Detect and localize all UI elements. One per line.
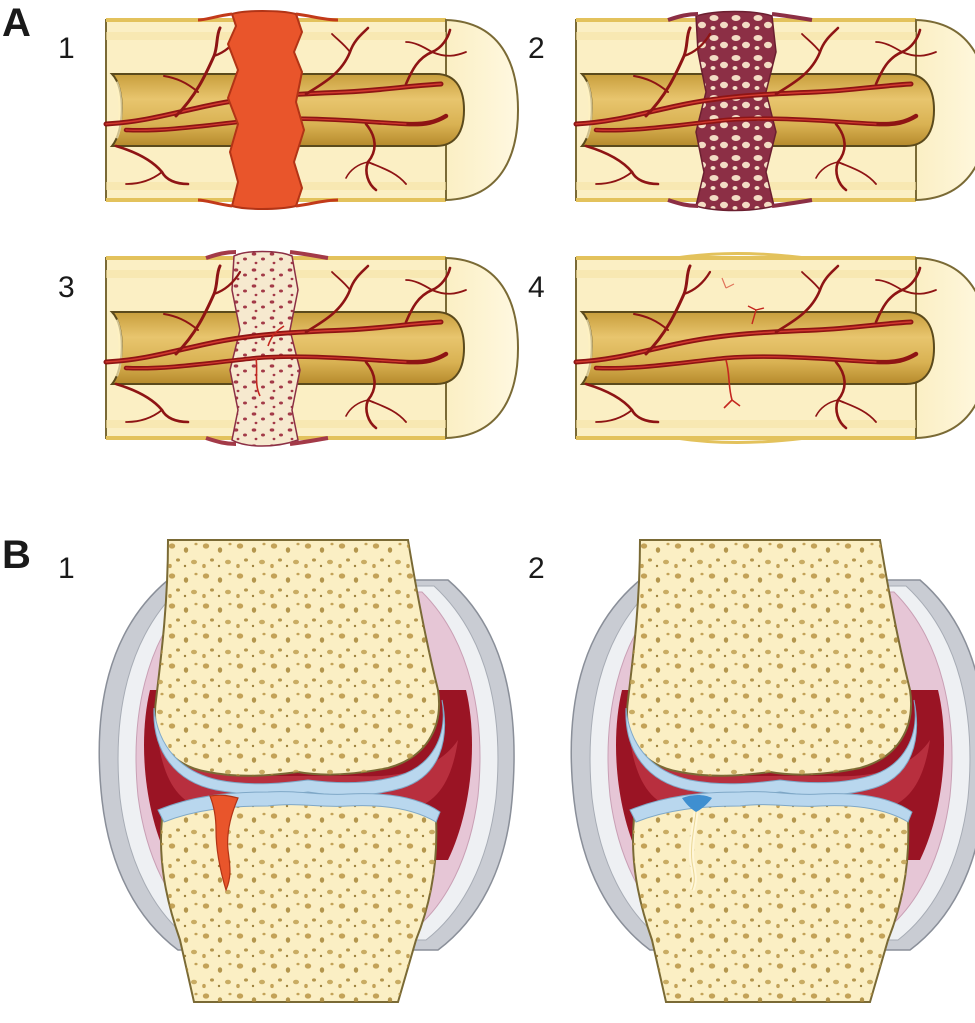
soft-callus — [695, 10, 777, 212]
panel-b-letter: B — [2, 533, 31, 577]
step-number: 2 — [528, 32, 545, 65]
hard-callus — [229, 250, 301, 447]
panel-a-letter: A — [2, 1, 31, 45]
joint-fractured-cartilage — [98, 539, 515, 1003]
hematoma — [226, 10, 306, 210]
upper-cartilage — [625, 699, 918, 796]
bone-fracture-hematoma — [106, 10, 520, 210]
step-number: 3 — [58, 271, 75, 304]
step-number: 4 — [528, 271, 545, 304]
bone-soft-callus — [576, 10, 975, 212]
panel-a-step-1: 1 — [58, 10, 520, 210]
step-number: 1 — [58, 552, 75, 585]
upper-cartilage — [153, 699, 446, 796]
bone-hard-callus — [106, 250, 520, 447]
panel-a-step-3: 3 — [58, 250, 520, 447]
bone-remodeled — [576, 252, 975, 444]
step-number: 2 — [528, 552, 545, 585]
step-number: 1 — [58, 32, 75, 65]
fracture-blood — [209, 794, 239, 892]
panel-a: A 1 2 3 — [2, 1, 975, 447]
panel-b: B 1 — [2, 533, 975, 1003]
panel-a-step-2: 2 — [528, 10, 975, 212]
panel-b-joint-2: 2 — [528, 539, 975, 1003]
fibrocartilage-plug — [682, 795, 712, 812]
joint-healed-cartilage — [570, 539, 975, 1003]
panel-a-step-4: 4 — [528, 252, 975, 444]
panel-b-joint-1: 1 — [58, 539, 515, 1003]
